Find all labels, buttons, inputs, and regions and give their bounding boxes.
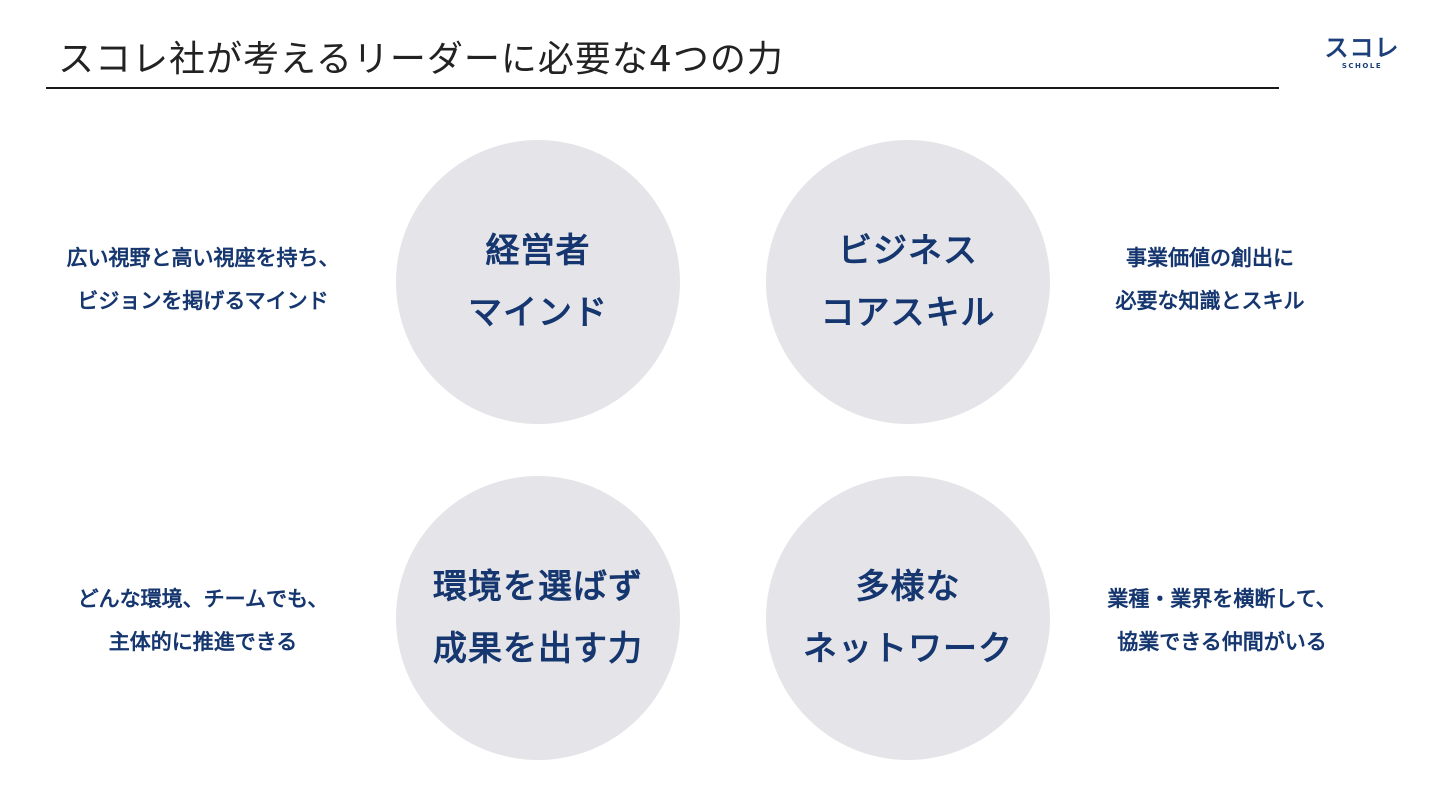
pillar-2-circle: ビジネス コアスキル (766, 140, 1050, 424)
pillar-4-circle: 多様な ネットワーク (766, 476, 1050, 760)
pillar-3-title-line-1: 環境を選ばず (433, 567, 643, 607)
pillar-1-description: 広い視野と高い視座を持ち、 ビジョンを掲げるマインド (43, 237, 363, 323)
logo-wordmark: スコレ (1324, 34, 1400, 62)
pillar-3-description-line-1: どんな環境、チームでも、 (77, 587, 329, 611)
pillar-4-description: 業種・業界を横断して、 協業できる仲間がいる (1062, 578, 1382, 664)
pillar-4-description-line-2: 協業できる仲間がいる (1117, 630, 1327, 654)
pillar-4-title-line-2: ネットワーク (803, 629, 1013, 669)
logo-subtext: SCHOLE (1341, 62, 1383, 70)
pillar-3-description: どんな環境、チームでも、 主体的に推進できる (43, 578, 363, 664)
pillar-1-title-line-1: 経営者 (485, 231, 591, 271)
page-title: スコレ社が考えるリーダーに必要な4つの力 (58, 39, 784, 80)
pillar-3-title-line-2: 成果を出す力 (433, 629, 643, 669)
pillar-2-description: 事業価値の創出に 必要な知識とスキル (1050, 237, 1370, 323)
pillar-4-title-line-1: 多様な (855, 567, 961, 607)
pillar-1-description-line-1: 広い視野と高い視座を持ち、 (66, 246, 340, 270)
title-divider (46, 87, 1279, 89)
pillar-2-description-line-2: 必要な知識とスキル (1115, 289, 1305, 313)
pillar-2-description-line-1: 事業価値の創出に (1126, 246, 1294, 270)
pillar-1-circle: 経営者 マインド (396, 140, 680, 424)
pillar-3-circle: 環境を選ばず 成果を出す力 (396, 476, 680, 760)
schole-logo: スコレ SCHOLE (1322, 34, 1402, 70)
pillar-2-title-line-2: コアスキル (820, 293, 996, 333)
pillar-1-title-line-2: マインド (468, 293, 608, 333)
pillar-2-title-line-1: ビジネス (838, 231, 978, 271)
pillar-1-description-line-2: ビジョンを掲げるマインド (77, 289, 329, 313)
pillar-3-description-line-2: 主体的に推進できる (108, 630, 298, 654)
pillar-4-description-line-1: 業種・業界を横断して、 (1107, 587, 1337, 611)
